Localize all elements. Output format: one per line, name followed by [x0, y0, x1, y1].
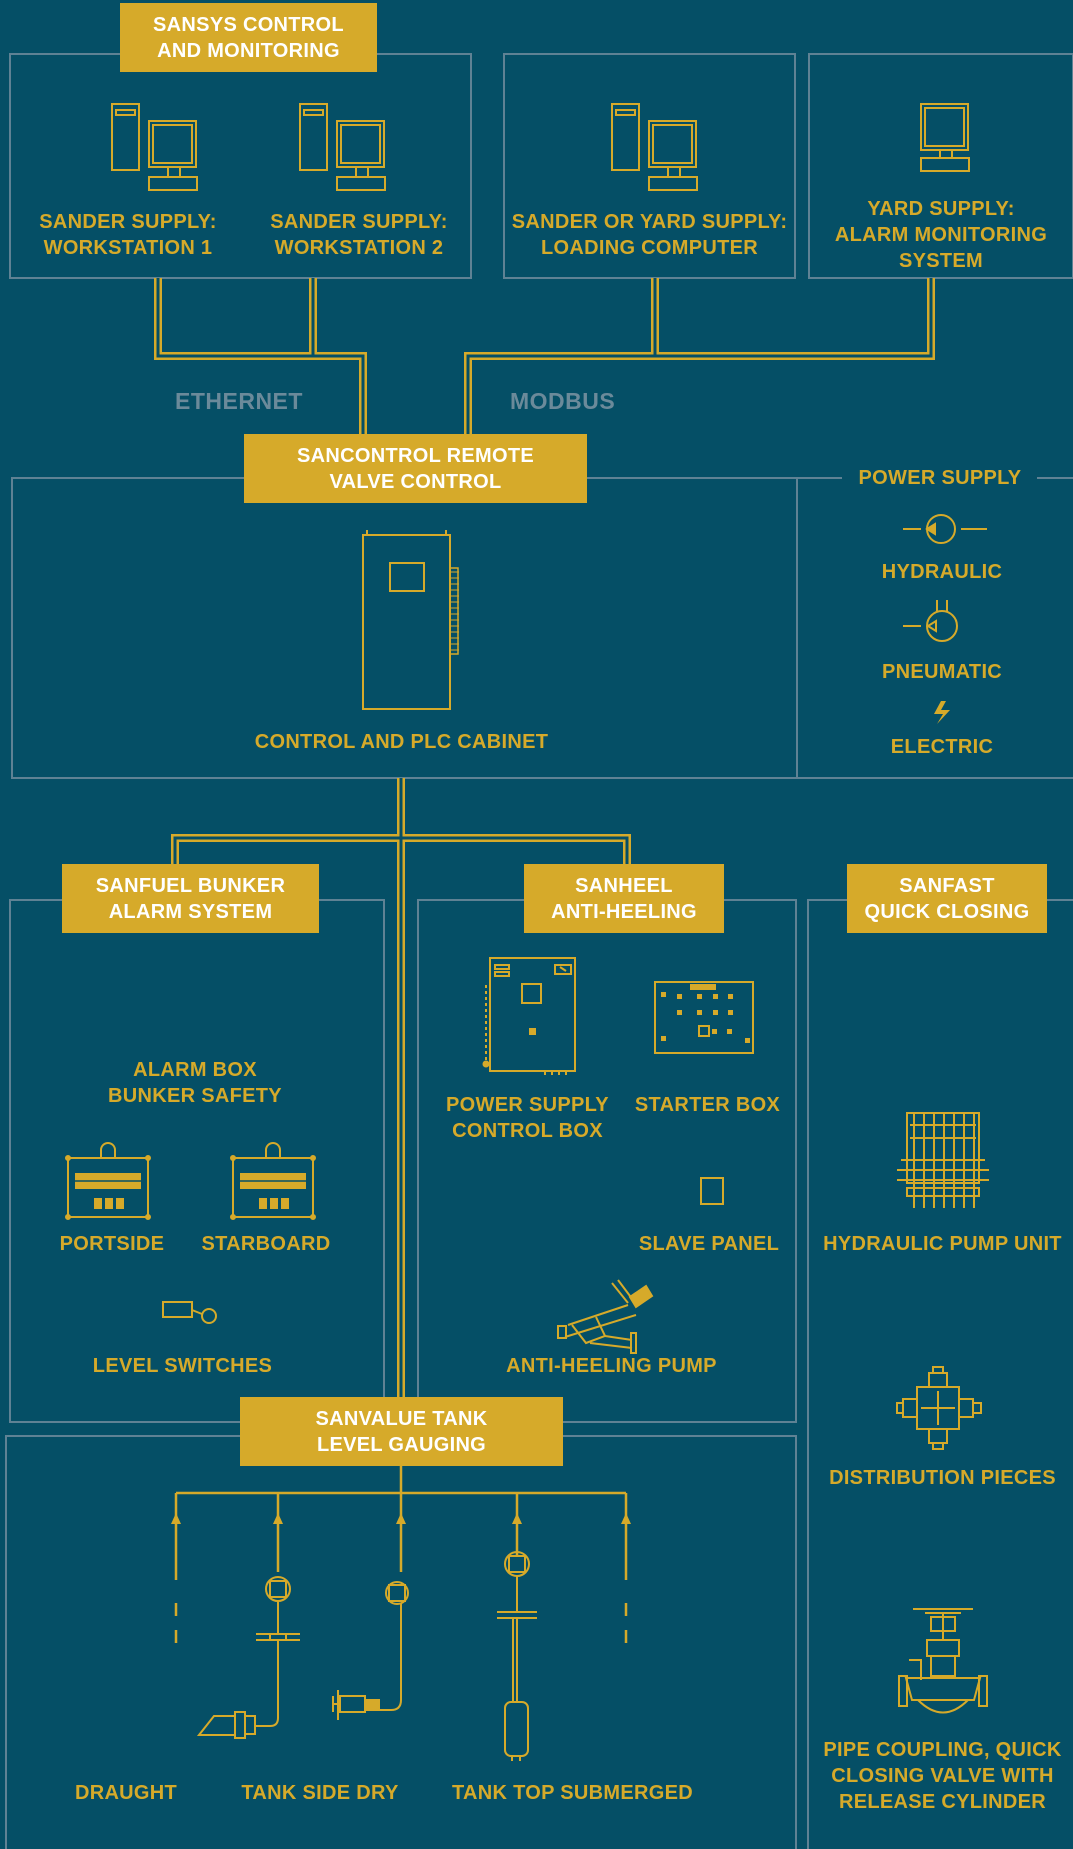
modbus-label: MODBUS	[510, 388, 616, 414]
cabinet-label: CONTROL AND PLC CABINET	[254, 731, 549, 753]
pipe-coupling-label: PIPE COUPLING, QUICK CLOSING VALVE WITH …	[812, 1737, 1073, 1815]
sanheel-title-line2: ANTI-HEELING	[551, 900, 697, 923]
sanheel-title-line1: SANHEEL	[575, 874, 673, 897]
portside-label: PORTSIDE	[59, 1233, 165, 1255]
tank-side-dry-label: TANK SIDE DRY	[241, 1782, 399, 1804]
ethernet-label: ETHERNET	[175, 388, 303, 414]
anti-heeling-pump-icon	[557, 1279, 654, 1354]
sanvalue-title-line2: LEVEL GAUGING	[316, 1433, 487, 1456]
slave-panel-label: SLAVE PANEL	[638, 1233, 780, 1255]
workstation-2-line2: WORKSTATION 2	[274, 237, 444, 259]
hydraulic-icon	[903, 514, 987, 544]
starboard-label: STARBOARD	[201, 1233, 331, 1255]
hydraulic-pump-unit-icon	[897, 1112, 989, 1208]
workstation-1-line2: WORKSTATION 1	[43, 237, 213, 259]
alarm-box-starboard-icon	[230, 1142, 316, 1220]
power-supply-box	[797, 477, 1073, 779]
tank-top-submerged-sensor-icon	[497, 1551, 537, 1761]
sanvalue-banner: SANVALUE TANK LEVEL GAUGING	[240, 1397, 563, 1466]
anti-heeling-pump-label: ANTI-HEELING PUMP	[506, 1355, 717, 1377]
alarm-monitoring-label: YARD SUPPLY: ALARM MONITORING SYSTEM	[809, 196, 1073, 274]
sanvalue-title-line1: SANVALUE TANK	[315, 1407, 488, 1430]
psu-control-box-line2: CONTROL BOX	[452, 1120, 603, 1142]
pipe-coupling-line3: RELEASE CYLINDER	[838, 1791, 1047, 1813]
level-switches-label: LEVEL SWITCHES	[92, 1355, 273, 1377]
psu-control-box-line1: POWER SUPPLY	[446, 1094, 609, 1116]
alarm-box-label: ALARM BOX BUNKER SAFETY	[75, 1057, 315, 1109]
pipe-coupling-line2: CLOSING VALVE WITH	[831, 1765, 1054, 1787]
alarm-monitoring-line3: SYSTEM	[898, 250, 984, 272]
hydraulic-label: HYDRAULIC	[881, 561, 1003, 583]
pneumatic-label: PNEUMATIC	[881, 661, 1003, 683]
tank-side-dry-sensor-icon	[332, 1581, 409, 1720]
alarm-box-line2: BUNKER SAFETY	[108, 1085, 282, 1107]
sanfast-title-line1: SANFAST	[899, 874, 995, 897]
sancontrol-title-line2: VALVE CONTROL	[329, 470, 502, 493]
sanheel-banner: SANHEEL ANTI-HEELING	[524, 864, 724, 933]
alarm-monitoring-line2: ALARM MONITORING	[834, 224, 1048, 246]
hydraulic-pump-unit-label: HYDRAULIC PUMP UNIT	[823, 1233, 1062, 1255]
power-supply-control-box-icon	[482, 957, 576, 1075]
distribution-pieces-icon	[896, 1366, 982, 1450]
sancontrol-title-line1: SANCONTROL REMOTE	[297, 444, 534, 467]
cabinet-icon	[362, 530, 459, 710]
power-supply-title: POWER SUPPLY	[858, 467, 1022, 489]
workstation-2-label: SANDER SUPPLY: WORKSTATION 2	[248, 209, 470, 261]
pneumatic-icon	[903, 600, 958, 642]
sanfast-banner: SANFAST QUICK CLOSING	[847, 864, 1047, 933]
starter-box-label: STARTER BOX	[634, 1094, 781, 1116]
lightning-icon	[934, 701, 950, 724]
computer-icon-alarm	[920, 103, 970, 172]
sanfast-title-line2: QUICK CLOSING	[864, 900, 1030, 923]
draught-label: DRAUGHT	[74, 1782, 178, 1804]
distribution-pieces-label: DISTRIBUTION PIECES	[829, 1467, 1056, 1489]
computer-icon-loading	[611, 103, 698, 191]
level-switch-icon	[162, 1301, 217, 1324]
electric-label: ELECTRIC	[890, 736, 994, 758]
starter-box-icon	[654, 981, 754, 1054]
sansys-banner: SANSYS CONTROL AND MONITORING	[120, 3, 377, 72]
loading-computer-label: SANDER OR YARD SUPPLY: LOADING COMPUTER	[504, 209, 795, 261]
psu-control-box-label: POWER SUPPLY CONTROL BOX	[425, 1092, 630, 1144]
loading-computer-line1: SANDER OR YARD SUPPLY:	[511, 211, 788, 233]
sansys-title-line2: AND MONITORING	[157, 39, 340, 62]
sanheel-box	[417, 899, 797, 1423]
alarm-monitoring-line1: YARD SUPPLY:	[867, 198, 1015, 220]
alarm-box-portside-icon	[65, 1142, 151, 1220]
sanfuel-banner: SANFUEL BUNKER ALARM SYSTEM	[62, 864, 319, 933]
sansys-title-line1: SANSYS CONTROL	[153, 13, 344, 36]
sanfuel-title-line1: SANFUEL BUNKER	[95, 874, 286, 897]
tank-top-submerged-label: TANK TOP SUBMERGED	[452, 1782, 693, 1804]
loading-computer-line2: LOADING COMPUTER	[540, 237, 759, 259]
workstation-1-label: SANDER SUPPLY: WORKSTATION 1	[17, 209, 239, 261]
quick-closing-valve-icon	[898, 1608, 988, 1714]
pipe-coupling-line1: PIPE COUPLING, QUICK	[823, 1739, 1062, 1761]
sanfuel-box	[9, 899, 385, 1423]
alarm-monitoring-box	[808, 53, 1073, 279]
draught-sensor-icon	[196, 1576, 300, 1739]
computer-icon-workstation-1	[111, 103, 198, 191]
slave-panel-icon	[700, 1177, 724, 1205]
loading-computer-box	[503, 53, 796, 279]
workstation-1-line1: SANDER SUPPLY:	[39, 211, 217, 233]
workstation-2-line1: SANDER SUPPLY:	[270, 211, 448, 233]
sanfuel-title-line2: ALARM SYSTEM	[108, 900, 273, 923]
computer-icon-workstation-2	[299, 103, 386, 191]
sanfast-box	[807, 899, 1073, 1849]
alarm-box-line1: ALARM BOX	[133, 1059, 257, 1081]
sancontrol-banner: SANCONTROL REMOTE VALVE CONTROL	[244, 434, 587, 503]
